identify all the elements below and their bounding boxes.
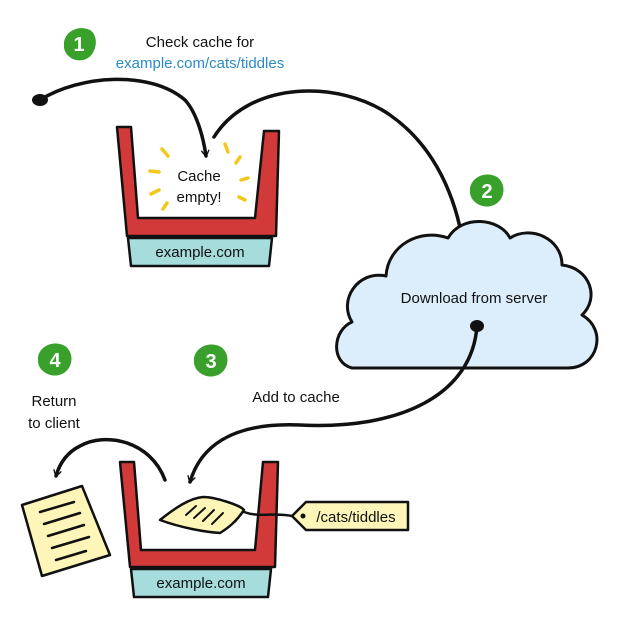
step-1-number: 1 [73, 34, 84, 56]
step-3-badge: 3 [194, 344, 228, 377]
cache-status-line2: empty! [176, 189, 221, 206]
arrow-fetch-server [212, 89, 470, 272]
empty-sparkle-marks [148, 142, 250, 211]
step-2-number: 2 [481, 181, 492, 203]
step-4-badge: 4 [38, 343, 72, 376]
arrow-return-client [53, 437, 167, 482]
step-3-label: Add to cache [252, 389, 340, 406]
arrow-check-cache [38, 77, 210, 158]
step-2-badge: 2 [470, 174, 504, 207]
step-1-url: example.com/cats/tiddles [116, 55, 284, 72]
cloud-icon [335, 220, 599, 370]
arrow-add-to-cache [187, 324, 479, 484]
step-1-label-line1: Check cache for [146, 34, 254, 51]
cache-bin-icon [118, 460, 280, 599]
top-cache-domain-label: example.com [155, 244, 244, 261]
bottom-cache-domain-label: example.com [156, 575, 245, 592]
step-2-label: Download from server [401, 290, 548, 307]
step-4-label-line2: to client [28, 415, 81, 432]
cache-bin-icon [115, 125, 281, 268]
document-icon [20, 484, 112, 578]
step-4-number: 4 [49, 350, 61, 372]
response-paper-icon [158, 495, 246, 535]
step-3-number: 3 [205, 351, 216, 373]
tag-label: /cats/tiddles [316, 509, 395, 526]
cache-status-line1: Cache [177, 168, 220, 185]
tag-icon [290, 500, 410, 532]
tag-string [242, 510, 294, 518]
step-1-badge: 1 [64, 28, 96, 61]
step-4-label-line1: Return [31, 393, 76, 410]
